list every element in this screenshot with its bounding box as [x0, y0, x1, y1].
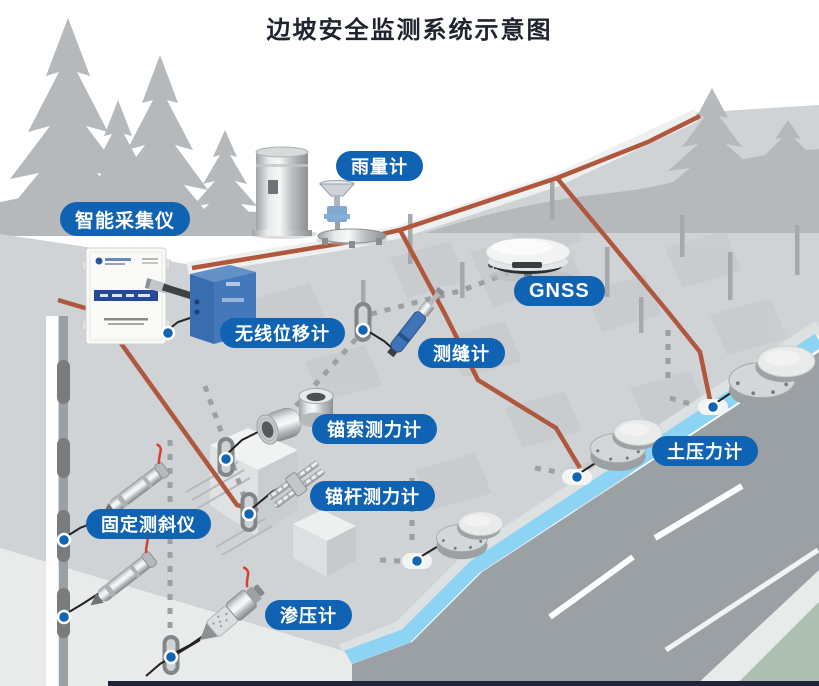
label-collector: 智能采集仪 [60, 202, 191, 236]
tipping-bucket-device [316, 180, 388, 248]
piezometer-device [200, 566, 265, 640]
label-piezometer: 渗压计 [265, 600, 352, 630]
cable-right-descent [555, 176, 713, 401]
earth-pressure-cell [436, 511, 504, 560]
inclinometer-probe [90, 532, 158, 606]
earth-pressure-cell [589, 419, 663, 471]
bottom-border-line [108, 681, 819, 686]
cable-mid-descent [398, 228, 582, 470]
grass-corner [735, 602, 819, 686]
earth-pressure-cell [728, 345, 816, 408]
road-area [0, 321, 819, 686]
page-title: 边坡安全监测系统示意图 [266, 17, 553, 44]
borehole-casing [46, 316, 70, 686]
crack-meter-device [387, 285, 445, 358]
label-fixed-inclinometer: 固定测斜仪 [86, 509, 211, 539]
road-surface [352, 352, 819, 686]
label-anchor-rod-dynamometer: 锚杆测力计 [310, 481, 435, 511]
cable-crest [191, 113, 702, 271]
label-earth-pressure-cell: 土压力计 [652, 436, 758, 466]
label-wireless-displacement: 无线位移计 [220, 318, 345, 348]
drainage-channel [343, 333, 819, 666]
label-gnss: GNSS [514, 276, 605, 306]
label-rain-gauge: 雨量计 [336, 151, 423, 181]
label-anchor-cable-dynamometer: 锚索测力计 [312, 414, 437, 444]
anchor-rod-dynamometer-device [267, 460, 325, 508]
rain-gauge-device [249, 146, 317, 239]
slope-toe-ground [0, 548, 352, 686]
road-markings [548, 483, 744, 620]
hill-and-trees-right [425, 88, 819, 233]
road-shoulder [695, 570, 819, 686]
gnss-antenna-device [485, 237, 572, 282]
sensor-node-dots [56, 322, 721, 665]
label-crack-meter: 测缝计 [418, 338, 505, 368]
collector-device [81, 247, 171, 345]
fence-posts [361, 182, 800, 333]
